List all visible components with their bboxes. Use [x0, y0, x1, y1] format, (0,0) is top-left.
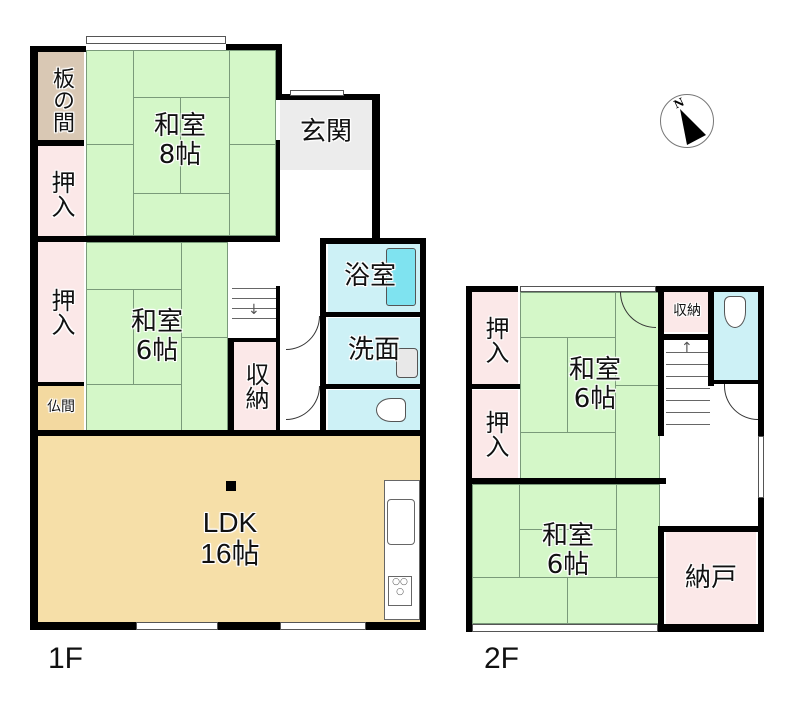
- room-label-oshiire-2: 押入: [47, 288, 75, 336]
- room-label-oshiire-1: 押入: [47, 170, 75, 218]
- floor-label-2f: 2F: [484, 642, 520, 675]
- bathtub: [386, 248, 416, 306]
- room-label-itanoma: 板の間: [49, 67, 74, 133]
- window: [136, 622, 218, 630]
- room-label-senmen: 洗面: [347, 335, 400, 365]
- room-itanoma: [38, 52, 84, 142]
- washbasin: [396, 348, 418, 378]
- room-label-oshiire-a: 押入: [481, 316, 509, 364]
- room-oshiire-b: [472, 390, 518, 480]
- room-label-genkan: 玄関: [299, 117, 352, 147]
- room-washitsu-6: [86, 242, 228, 432]
- room-name: 和室: [541, 521, 594, 551]
- room-toilet-1f: [328, 390, 422, 430]
- kitchen-counter: ○○○: [384, 480, 420, 620]
- window: [86, 36, 226, 44]
- room-label-yokushitsu: 浴室: [343, 261, 396, 291]
- up-arrow-icon: ↑: [681, 340, 693, 356]
- toilet-icon: [724, 296, 746, 328]
- room-oshiire-1: [38, 146, 84, 236]
- room-genkan: [280, 100, 372, 170]
- staircase: ↓: [232, 288, 278, 328]
- room-butsuma: [38, 386, 84, 432]
- room-label-washitsu-6a: 和室 6帖: [545, 356, 645, 413]
- room-label-ldk: LDK 16帖: [180, 507, 280, 570]
- room-label-shuno: 収納: [241, 362, 269, 410]
- room-label-shuno-2f: 収納: [673, 303, 701, 319]
- room-label-oshiire-b: 押入: [481, 410, 509, 458]
- room-size: 16帖: [200, 537, 260, 569]
- column-marker: [226, 481, 236, 491]
- stove: ○○○: [388, 576, 412, 606]
- room-oshiire-2: [38, 242, 84, 382]
- room-label-washitsu-8: 和室 8帖: [130, 112, 230, 169]
- room-washitsu-8: [86, 50, 276, 236]
- room-shuno: [234, 342, 276, 430]
- room-label-washitsu-6: 和室 6帖: [107, 308, 207, 365]
- room-oshiire-a: [472, 292, 518, 386]
- room-shuno-2f: [664, 292, 710, 332]
- room-name: 和室: [130, 307, 183, 337]
- room-size: 6帖: [546, 549, 590, 580]
- window: [472, 624, 658, 632]
- room-size: 8帖: [158, 139, 202, 170]
- room-name: 和室: [153, 111, 206, 141]
- room-label-nando: 納戸: [684, 563, 737, 593]
- north-arrow-icon: [680, 109, 706, 145]
- room-size: 6帖: [135, 335, 179, 366]
- room-size: 6帖: [573, 383, 617, 414]
- staircase: ↑: [666, 340, 710, 436]
- room-name: LDK: [202, 507, 258, 538]
- room-label-butsuma: 仏間: [47, 399, 75, 415]
- room-label-washitsu-6b: 和室 6帖: [518, 522, 618, 579]
- room-washitsu-6a: [520, 292, 660, 480]
- floor-label-1f: 1F: [48, 642, 84, 675]
- down-arrow-icon: ↓: [248, 302, 260, 318]
- toilet-icon: [376, 398, 406, 422]
- floor-plan-1f: 板の間 押入 和室 8帖 玄関 押入 仏間 和室 6帖: [30, 36, 426, 675]
- room-nando: [666, 532, 756, 624]
- compass: N: [660, 94, 714, 148]
- window: [290, 90, 344, 96]
- window: [520, 286, 656, 292]
- sink: [387, 499, 415, 545]
- door-swing[interactable]: [724, 384, 758, 420]
- room-ldk: [38, 436, 420, 622]
- window: [280, 622, 366, 630]
- window: [758, 436, 764, 498]
- room-name: 和室: [568, 355, 621, 385]
